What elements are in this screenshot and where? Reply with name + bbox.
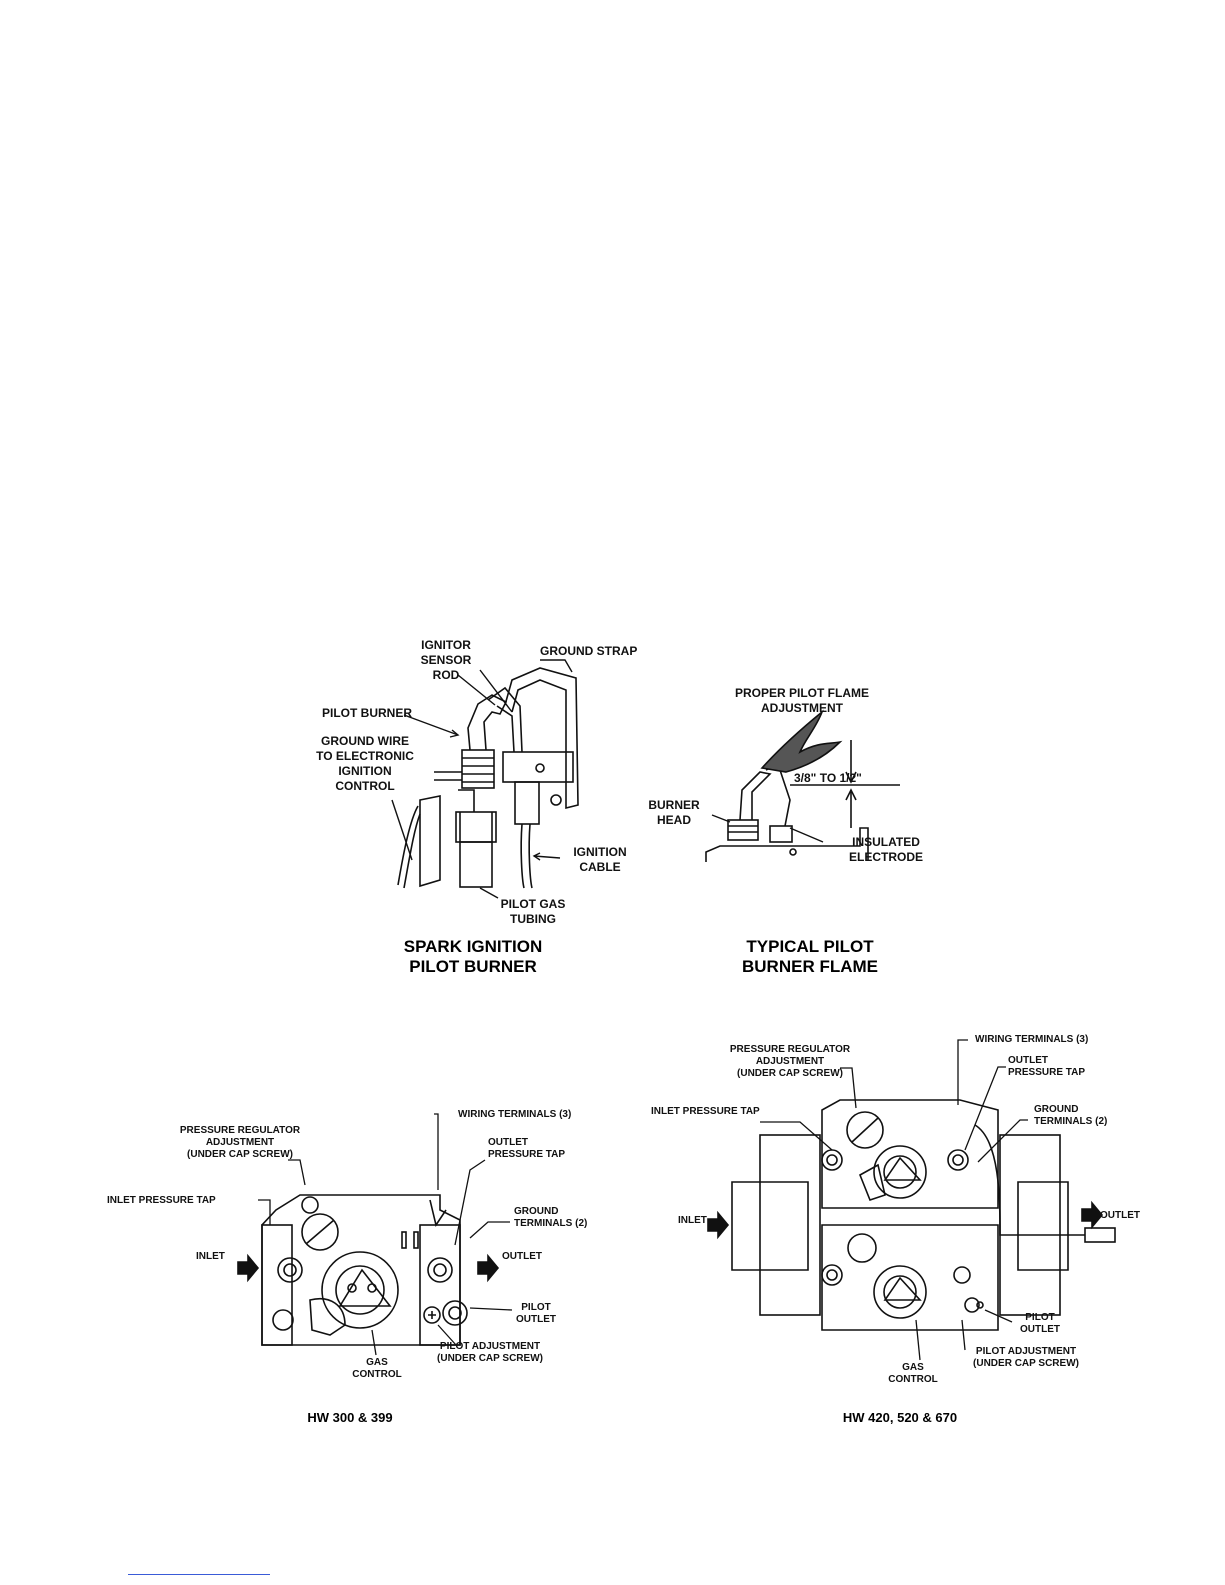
label-ignitor-sensor-rod: IGNITOR SENSOR ROD [420, 638, 472, 682]
label-small-outlet-pressure-tap: OUTLET PRESSURE TAP [488, 1137, 566, 1160]
label-small-ground-terminals: GROUND TERMINALS (2) [514, 1206, 588, 1229]
label-large-ground-terminals: GROUND TERMINALS (2) [1034, 1104, 1108, 1127]
label-ignition-cable: IGNITION CABLE [573, 845, 627, 874]
label-pilot-gas-tubing: PILOT GAS TUBING [500, 897, 566, 926]
label-large-wiring-terminals: WIRING TERMINALS (3) [975, 1034, 1089, 1045]
label-large-gas-control: GAS CONTROL [888, 1362, 938, 1385]
label-large-outlet: OUTLET [1100, 1210, 1140, 1221]
label-small-inlet: INLET [196, 1251, 225, 1262]
caption-hw-420-520-670: HW 420, 520 & 670 [842, 1410, 958, 1425]
caption-typical-pilot-flame: TYPICAL PILOT BURNER FLAME [742, 937, 878, 976]
label-pilot-burner: PILOT BURNER [322, 706, 412, 720]
label-small-gas-control: GAS CONTROL [352, 1357, 402, 1380]
label-small-pilot-adjustment: PILOT ADJUSTMENT (UNDER CAP SCREW) [437, 1341, 543, 1364]
caption-hw-300-399: HW 300 & 399 [307, 1410, 393, 1425]
caption-spark-ignition: SPARK IGNITION PILOT BURNER [403, 937, 543, 976]
label-large-pilot-adjustment: PILOT ADJUSTMENT (UNDER CAP SCREW) [973, 1346, 1079, 1369]
label-dimension: 3/8" TO 1/2" [794, 771, 862, 785]
label-small-pilot-outlet: PILOT OUTLET [516, 1302, 556, 1325]
label-ground-wire: GROUND WIRE TO ELECTRONIC IGNITION CONTR… [316, 734, 414, 793]
label-insulated-electrode: INSULATED ELECTRODE [848, 835, 923, 864]
pilot-flame-drawing [705, 709, 900, 862]
spark-ignition-burner-drawing [391, 659, 579, 899]
label-small-inlet-pressure-tap: INLET PRESSURE TAP [107, 1195, 216, 1206]
page-footer-rule [128, 1574, 270, 1575]
valve-small-drawing [237, 1113, 513, 1356]
label-large-inlet: INLET [678, 1215, 707, 1226]
label-small-outlet: OUTLET [502, 1251, 542, 1262]
label-large-pressure-regulator: PRESSURE REGULATOR ADJUSTMENT (UNDER CAP… [729, 1044, 851, 1079]
label-large-inlet-pressure-tap: INLET PRESSURE TAP [651, 1106, 760, 1117]
label-proper-adjustment: PROPER PILOT FLAME ADJUSTMENT [734, 686, 869, 715]
label-small-pressure-regulator: PRESSURE REGULATOR ADJUSTMENT (UNDER CAP… [179, 1125, 301, 1160]
label-burner-head: BURNER HEAD [648, 798, 700, 827]
label-ground-strap: GROUND STRAP [540, 644, 638, 658]
label-large-pilot-outlet: PILOT OUTLET [1020, 1312, 1060, 1335]
valve-large-drawing [707, 1039, 1116, 1361]
label-large-outlet-pressure-tap: OUTLET PRESSURE TAP [1008, 1055, 1086, 1078]
label-small-wiring-terminals: WIRING TERMINALS (3) [458, 1109, 572, 1120]
